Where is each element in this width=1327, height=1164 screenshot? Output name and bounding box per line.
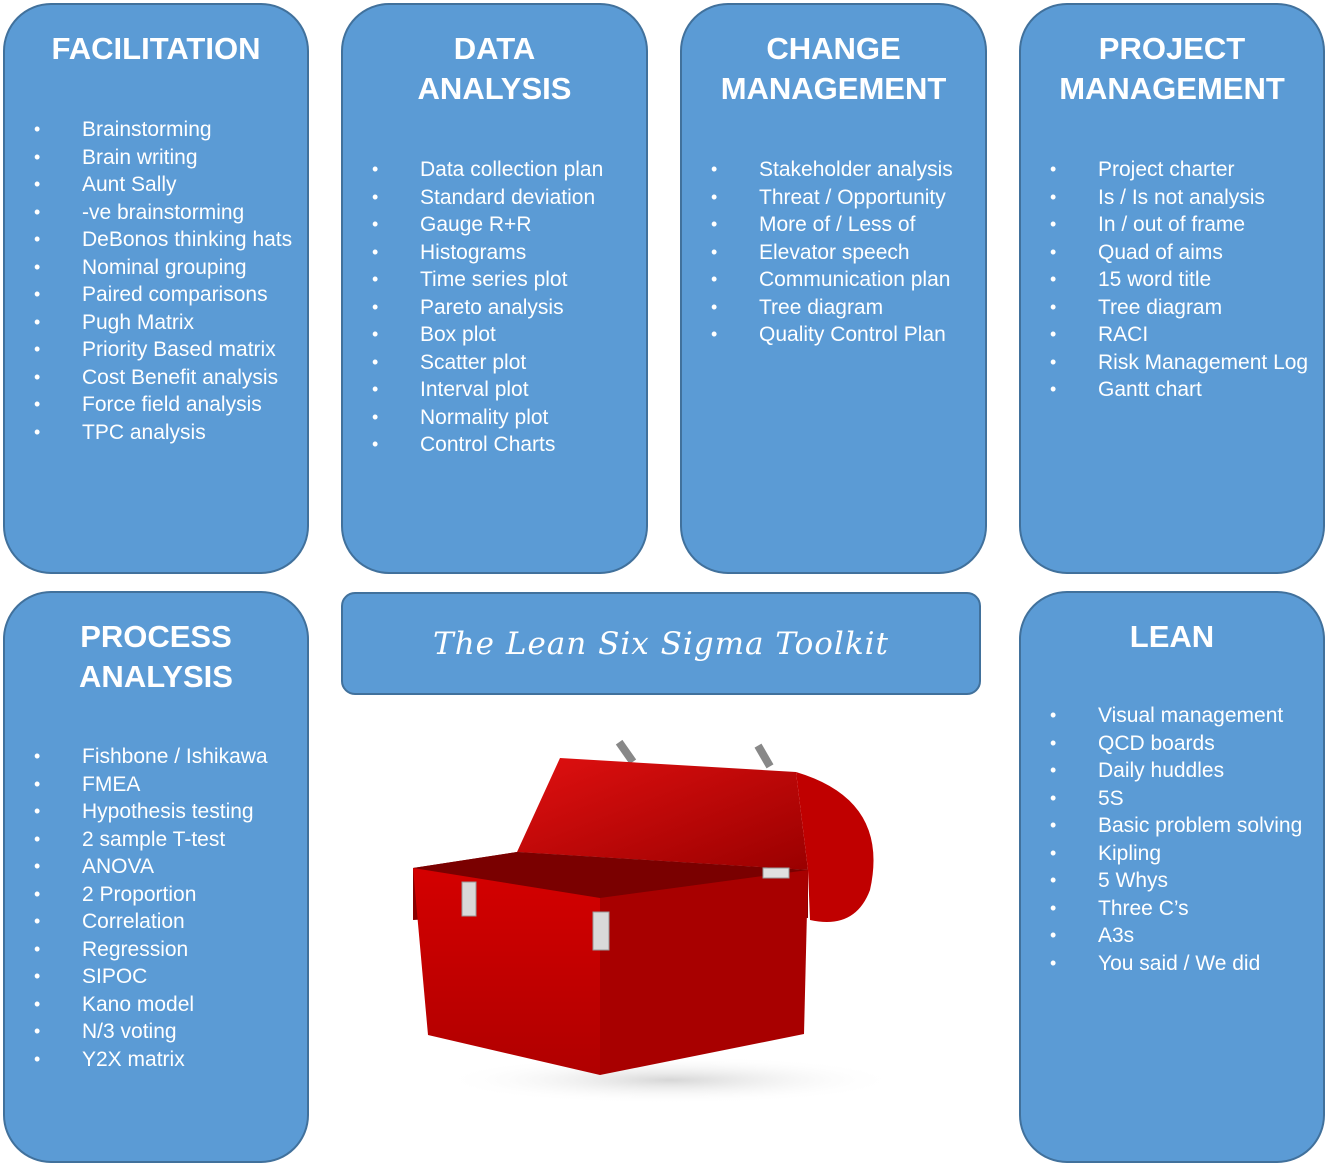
toolbox-handle — [754, 743, 774, 769]
toolbox-icon — [413, 739, 900, 1104]
list-item: 2 sample T-test — [5, 826, 307, 854]
list-item: Regression — [5, 936, 307, 964]
list-item: Elevator speech — [682, 239, 985, 267]
tool-list: Visual managementQCD boardsDaily huddles… — [1021, 702, 1323, 977]
panel-title: FACILITATION — [51, 31, 261, 66]
list-item: Box plot — [343, 321, 646, 349]
list-item: Pugh Matrix — [5, 309, 307, 337]
list-item: ANOVA — [5, 853, 307, 881]
list-item: Priority Based matrix — [5, 336, 307, 364]
tool-list: Data collection planStandard deviationGa… — [343, 156, 646, 459]
panel-title: LEAN — [1129, 619, 1215, 654]
list-item: Quad of aims — [1021, 239, 1323, 267]
toolbox-lid-inner — [517, 758, 808, 870]
list-item: Interval plot — [343, 376, 646, 404]
toolbox-rim — [413, 852, 808, 898]
list-item: Stakeholder analysis — [682, 156, 985, 184]
list-item: Gantt chart — [1021, 376, 1323, 404]
list-item: Pareto analysis — [343, 294, 646, 322]
list-item: Nominal grouping — [5, 254, 307, 282]
list-item: A3s — [1021, 922, 1323, 950]
list-item: FMEA — [5, 771, 307, 799]
list-item: 15 word title — [1021, 266, 1323, 294]
toolbox-latch — [762, 867, 790, 879]
list-item: Cost Benefit analysis — [5, 364, 307, 392]
list-item: Threat / Opportunity — [682, 184, 985, 212]
list-item: Time series plot — [343, 266, 646, 294]
list-item: Gauge R+R — [343, 211, 646, 239]
panel-project-management: PROJECT MANAGEMENT Project charterIs / I… — [1019, 3, 1325, 574]
panel-data-analysis: DATA ANALYSIS Data collection planStanda… — [341, 3, 648, 574]
list-item: Project charter — [1021, 156, 1323, 184]
panel-title: PROJECT MANAGEMENT — [1059, 31, 1285, 106]
list-item: Tree diagram — [682, 294, 985, 322]
banner-text: The Lean Six Sigma Toolkit — [433, 625, 889, 662]
list-item: Kano model — [5, 991, 307, 1019]
list-item: Visual management — [1021, 702, 1323, 730]
panel-facilitation: FACILITATION BrainstormingBrain writingA… — [3, 3, 309, 574]
list-item: Tree diagram — [1021, 294, 1323, 322]
list-item: 2 Proportion — [5, 881, 307, 909]
list-item: Force field analysis — [5, 391, 307, 419]
list-item: Three C’s — [1021, 895, 1323, 923]
tool-list: Project charterIs / Is not analysisIn / … — [1021, 156, 1323, 404]
list-item: In / out of frame — [1021, 211, 1323, 239]
panel-process-analysis: PROCESS ANALYSIS Fishbone / IshikawaFMEA… — [3, 591, 309, 1163]
list-item: Brain writing — [5, 144, 307, 172]
tool-list: Stakeholder analysisThreat / Opportunity… — [682, 156, 985, 349]
list-item: Paired comparisons — [5, 281, 307, 309]
list-item: QCD boards — [1021, 730, 1323, 758]
list-item: 5S — [1021, 785, 1323, 813]
list-item: Risk Management Log — [1021, 349, 1323, 377]
toolkit-banner: The Lean Six Sigma Toolkit — [341, 592, 981, 695]
list-item: -ve brainstorming — [5, 199, 307, 227]
list-item: Brainstorming — [5, 116, 307, 144]
tool-list: Fishbone / IshikawaFMEAHypothesis testin… — [5, 743, 307, 1073]
list-item: Hypothesis testing — [5, 798, 307, 826]
list-item: Correlation — [5, 908, 307, 936]
list-item: Histograms — [343, 239, 646, 267]
list-item: Data collection plan — [343, 156, 646, 184]
list-item: Communication plan — [682, 266, 985, 294]
list-item: Normality plot — [343, 404, 646, 432]
tool-list: BrainstormingBrain writingAunt Sally-ve … — [5, 116, 307, 446]
list-item: Fishbone / Ishikawa — [5, 743, 307, 771]
list-item: Daily huddles — [1021, 757, 1323, 785]
list-item: You said / We did — [1021, 950, 1323, 978]
list-item: TPC analysis — [5, 419, 307, 447]
list-item: Basic problem solving — [1021, 812, 1323, 840]
toolbox-shadow — [440, 1056, 900, 1104]
list-item: N/3 voting — [5, 1018, 307, 1046]
toolbox-side — [600, 870, 808, 1075]
toolbox-latch — [592, 911, 610, 951]
panel-title: DATA ANALYSIS — [417, 31, 572, 106]
list-item: Is / Is not analysis — [1021, 184, 1323, 212]
toolbox-lid-curve — [796, 772, 874, 922]
panel-title: CHANGE MANAGEMENT — [720, 31, 947, 106]
list-item: Scatter plot — [343, 349, 646, 377]
toolbox-handle — [615, 739, 637, 765]
list-item: More of / Less of — [682, 211, 985, 239]
list-item: Y2X matrix — [5, 1046, 307, 1074]
list-item: Control Charts — [343, 431, 646, 459]
list-item: Quality Control Plan — [682, 321, 985, 349]
panel-lean: LEAN Visual managementQCD boardsDaily hu… — [1019, 591, 1325, 1163]
list-item: DeBonos thinking hats — [5, 226, 307, 254]
list-item: RACI — [1021, 321, 1323, 349]
toolbox-front — [413, 868, 600, 1075]
panel-title: PROCESS ANALYSIS — [79, 619, 233, 694]
list-item: 5 Whys — [1021, 867, 1323, 895]
toolbox-latch — [461, 881, 477, 917]
list-item: SIPOC — [5, 963, 307, 991]
list-item: Kipling — [1021, 840, 1323, 868]
panel-change-management: CHANGE MANAGEMENT Stakeholder analysisTh… — [680, 3, 987, 574]
list-item: Aunt Sally — [5, 171, 307, 199]
list-item: Standard deviation — [343, 184, 646, 212]
